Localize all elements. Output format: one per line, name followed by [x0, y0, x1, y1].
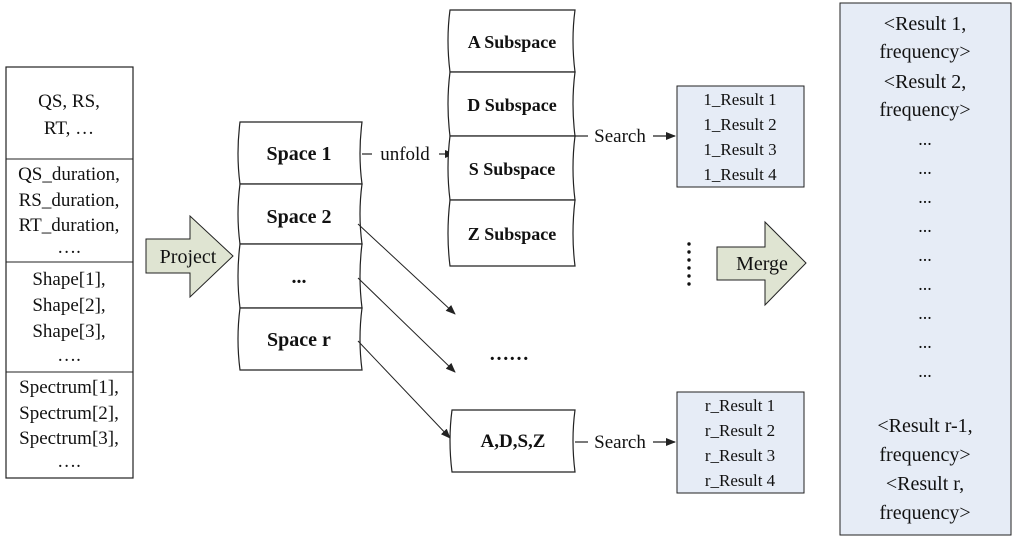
merged-text: frequency> — [879, 41, 970, 63]
subspace-shape — [449, 409, 576, 473]
merged-dots: ... — [918, 158, 932, 178]
feature-text: Shape[2], — [32, 295, 105, 316]
unfold-connector: unfold — [362, 144, 455, 165]
result-item: r_Result 2 — [705, 421, 775, 440]
feature-text: QS_duration, — [18, 164, 120, 185]
merged-text: <Result 2, — [884, 71, 966, 93]
space-shape — [237, 307, 363, 371]
feature-text: RT, … — [44, 118, 94, 139]
feature-text: RT_duration, — [19, 215, 120, 236]
merged-text: <Result 1, — [884, 13, 966, 35]
result-item: 1_Result 3 — [703, 140, 776, 159]
space-label: Space r — [267, 329, 331, 351]
space-label: Space 1 — [267, 143, 332, 165]
merged-dots: ... — [918, 332, 932, 352]
space-stack: Space 1 Space 2 ... Space r — [237, 121, 363, 371]
merged-dots: ... — [918, 361, 932, 381]
search-label: Search — [594, 432, 646, 453]
merged-dots: ... — [918, 187, 932, 207]
subspace-label: A Subspace — [468, 32, 557, 52]
subspace-shape — [447, 199, 576, 267]
result-item: 1_Result 1 — [703, 90, 776, 109]
result-item: r_Result 3 — [705, 446, 775, 465]
space-arrows — [357, 223, 456, 439]
project-label: Project — [160, 246, 217, 268]
feature-text: Shape[1], — [32, 269, 105, 290]
merged-text: frequency> — [879, 99, 970, 121]
space-label: Space 2 — [267, 206, 332, 228]
merge-arrow: Merge — [716, 220, 807, 307]
subspace-label: D Subspace — [467, 95, 557, 115]
merged-text: <Result r, — [886, 473, 964, 495]
feature-text: …. — [57, 345, 81, 366]
subspace-label: S Subspace — [469, 159, 556, 179]
subspace-label: Z Subspace — [468, 224, 557, 244]
search-connector-1: Search — [575, 126, 676, 147]
feature-text: …. — [57, 237, 81, 258]
project-arrow: Project — [145, 214, 234, 299]
unfold-label: unfold — [380, 144, 430, 165]
feature-text: QS, RS, — [38, 91, 100, 112]
ellipsis-horizontal: …… — [489, 343, 529, 365]
feature-text: Spectrum[2], — [19, 403, 119, 424]
feature-text: Spectrum[3], — [19, 428, 119, 449]
merged-results-panel: <Result 1, frequency> <Result 2, frequen… — [839, 2, 1012, 536]
feature-text: Shape[3], — [32, 321, 105, 342]
merged-dots: ... — [918, 129, 932, 149]
results-box-r: r_Result 1 r_Result 2 r_Result 3 r_Resul… — [676, 391, 805, 494]
feature-text: RS_duration, — [19, 190, 120, 211]
result-item: r_Result 1 — [705, 396, 775, 415]
space-label: ... — [292, 266, 307, 288]
feature-text: Spectrum[1], — [19, 377, 119, 398]
search-label: Search — [594, 126, 646, 147]
ellipsis-vertical — [687, 242, 691, 286]
result-item: 1_Result 2 — [703, 115, 776, 134]
search-connector-r: Search — [575, 432, 676, 453]
merge-label: Merge — [736, 253, 788, 275]
merged-text: <Result r-1, — [877, 415, 972, 437]
result-item: 1_Result 4 — [703, 165, 777, 184]
merged-dots: ... — [918, 303, 932, 323]
merged-dots: ... — [918, 274, 932, 294]
subspace-stack: A Subspace D Subspace S Subspace Z Subsp… — [447, 9, 576, 267]
merged-dots: ... — [918, 216, 932, 236]
merged-text: frequency> — [879, 502, 970, 524]
results-box-1: 1_Result 1 1_Result 2 1_Result 3 1_Resul… — [676, 85, 805, 188]
feature-text: …. — [57, 451, 81, 472]
combined-subspace-label: A,D,S,Z — [481, 431, 546, 452]
result-item: r_Result 4 — [705, 471, 776, 490]
merged-dots: ... — [918, 245, 932, 265]
merged-text: frequency> — [879, 444, 970, 466]
feature-table: QS, RS, RT, … QS_duration, RS_duration, … — [5, 66, 134, 479]
combined-subspace: A,D,S,Z — [449, 409, 576, 473]
